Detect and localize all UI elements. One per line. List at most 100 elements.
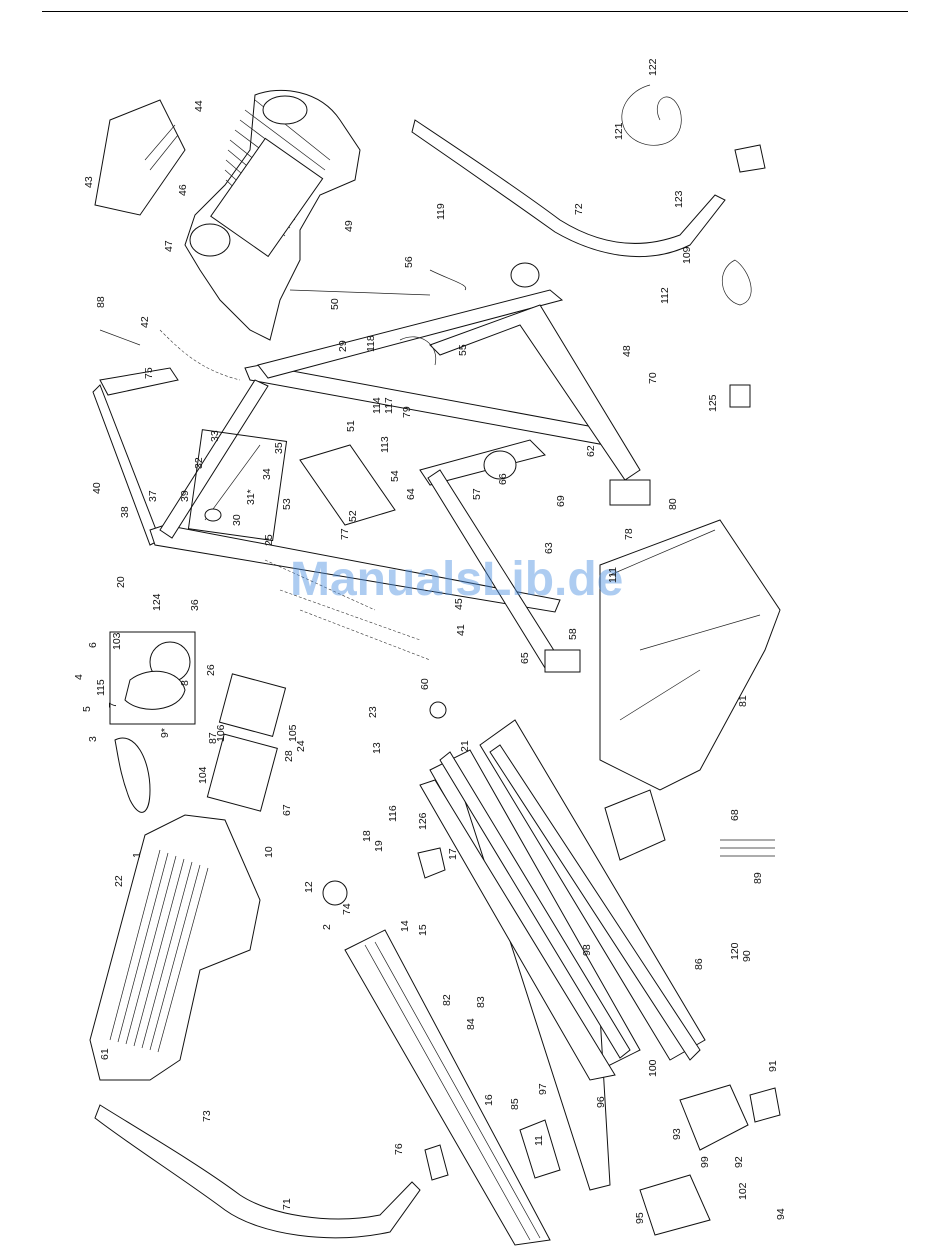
roller-pulley (322, 880, 348, 906)
callout-13: 13 (371, 742, 383, 754)
callout-126: 126 (417, 812, 429, 830)
callout-18: 18 (361, 830, 373, 842)
callout-53: 53 (281, 498, 293, 510)
callout-24: 24 (295, 740, 307, 752)
key-part (729, 384, 751, 408)
callout-93: 93 (671, 1128, 683, 1140)
wire-118 (399, 336, 437, 366)
callout-26: 26 (205, 664, 217, 676)
callout-44: 44 (193, 100, 205, 112)
power-cord-coil (621, 84, 682, 146)
callout-106: 106 (215, 724, 227, 742)
callout-35: 35 (273, 442, 285, 454)
callout-40: 40 (91, 482, 103, 494)
rear-guard-left (639, 1174, 711, 1236)
callout-113: 113 (379, 436, 391, 453)
callout-83: 83 (475, 996, 487, 1008)
wheel-mid (483, 450, 517, 480)
callout-76: 76 (393, 1143, 405, 1155)
foot-cap-top (734, 144, 766, 173)
callout-54: 54 (389, 470, 401, 482)
drive-belt (114, 737, 151, 813)
motor-box (109, 631, 196, 725)
wire-56 (429, 269, 467, 291)
callout-72: 72 (573, 203, 585, 215)
callout-97: 97 (537, 1083, 549, 1095)
watermark: ManualsLib.de (290, 553, 623, 606)
drive-gear (417, 847, 446, 879)
callout-100: 100 (647, 1059, 659, 1077)
callout-21: 21 (459, 740, 471, 752)
callout-109: 109 (681, 246, 693, 264)
callout-29: 29 (337, 340, 349, 352)
bolts-68 (720, 839, 775, 857)
callout-17: 17 (447, 848, 459, 860)
callout-2: 2 (321, 924, 333, 930)
callout-6: 6 (87, 642, 99, 648)
callout-103: 103 (111, 632, 123, 650)
callout-119: 119 (435, 203, 447, 220)
callout-81: 81 (737, 695, 749, 707)
callout-99: 99 (699, 1156, 711, 1168)
callout-112: 112 (659, 287, 671, 304)
callout-69: 69 (555, 495, 567, 507)
callout-104: 104 (197, 766, 209, 784)
callout-12: 12 (303, 881, 315, 893)
callout-91: 91 (767, 1060, 779, 1072)
callout-122: 122 (647, 58, 659, 76)
incline-box (187, 429, 288, 542)
callout-23: 23 (367, 706, 379, 718)
callout-94: 94 (775, 1208, 787, 1220)
callout-120: 120 (729, 942, 741, 960)
callout-88: 88 (95, 296, 107, 308)
controller-board (206, 733, 278, 812)
callout-117: 117 (383, 397, 395, 414)
callout-49: 49 (343, 220, 355, 232)
callout-80: 80 (667, 498, 679, 510)
callout-89: 89 (752, 872, 764, 884)
callout-34: 34 (261, 468, 273, 480)
callout-48: 48 (621, 345, 633, 357)
callout-9-star: 9* (159, 728, 171, 738)
roller-end (429, 701, 447, 719)
base-cover (599, 519, 781, 791)
callout-20: 20 (115, 576, 127, 588)
callout-105: 105 (287, 724, 299, 742)
callout-42: 42 (139, 316, 151, 328)
callout-96: 96 (595, 1096, 607, 1108)
power-cord (721, 259, 752, 306)
callout-111: 111 (607, 567, 619, 583)
callout-102: 102 (737, 1182, 749, 1200)
callout-7: 7 (107, 702, 119, 708)
callout-58: 58 (567, 628, 579, 640)
base-frame-bar (419, 439, 546, 486)
callout-5: 5 (81, 706, 93, 712)
callout-74: 74 (341, 903, 353, 915)
walking-deck (344, 719, 706, 1246)
callout-98: 98 (581, 944, 593, 956)
callout-87: 87 (207, 732, 219, 744)
end-cap (749, 1087, 781, 1123)
callout-77: 77 (339, 528, 351, 540)
callout-47: 47 (163, 240, 175, 252)
callout-73: 73 (201, 1110, 213, 1122)
callout-65: 65 (519, 652, 531, 664)
callout-115: 115 (95, 679, 107, 696)
callout-37: 37 (147, 490, 159, 502)
callout-84: 84 (465, 1018, 477, 1030)
callout-82: 82 (441, 994, 453, 1006)
callout-92: 92 (733, 1156, 745, 1168)
callout-121: 121 (613, 122, 625, 140)
callout-38: 38 (119, 506, 131, 518)
leveling-foot-top (609, 479, 651, 506)
handrail-left (94, 1104, 421, 1239)
console-assembly (94, 89, 361, 341)
callout-123: 123 (673, 190, 685, 208)
callout-10: 10 (263, 846, 275, 858)
callout-36: 36 (189, 599, 201, 611)
callout-124: 124 (151, 593, 163, 611)
callout-90: 90 (741, 950, 753, 962)
callout-32: 32 (193, 457, 205, 469)
